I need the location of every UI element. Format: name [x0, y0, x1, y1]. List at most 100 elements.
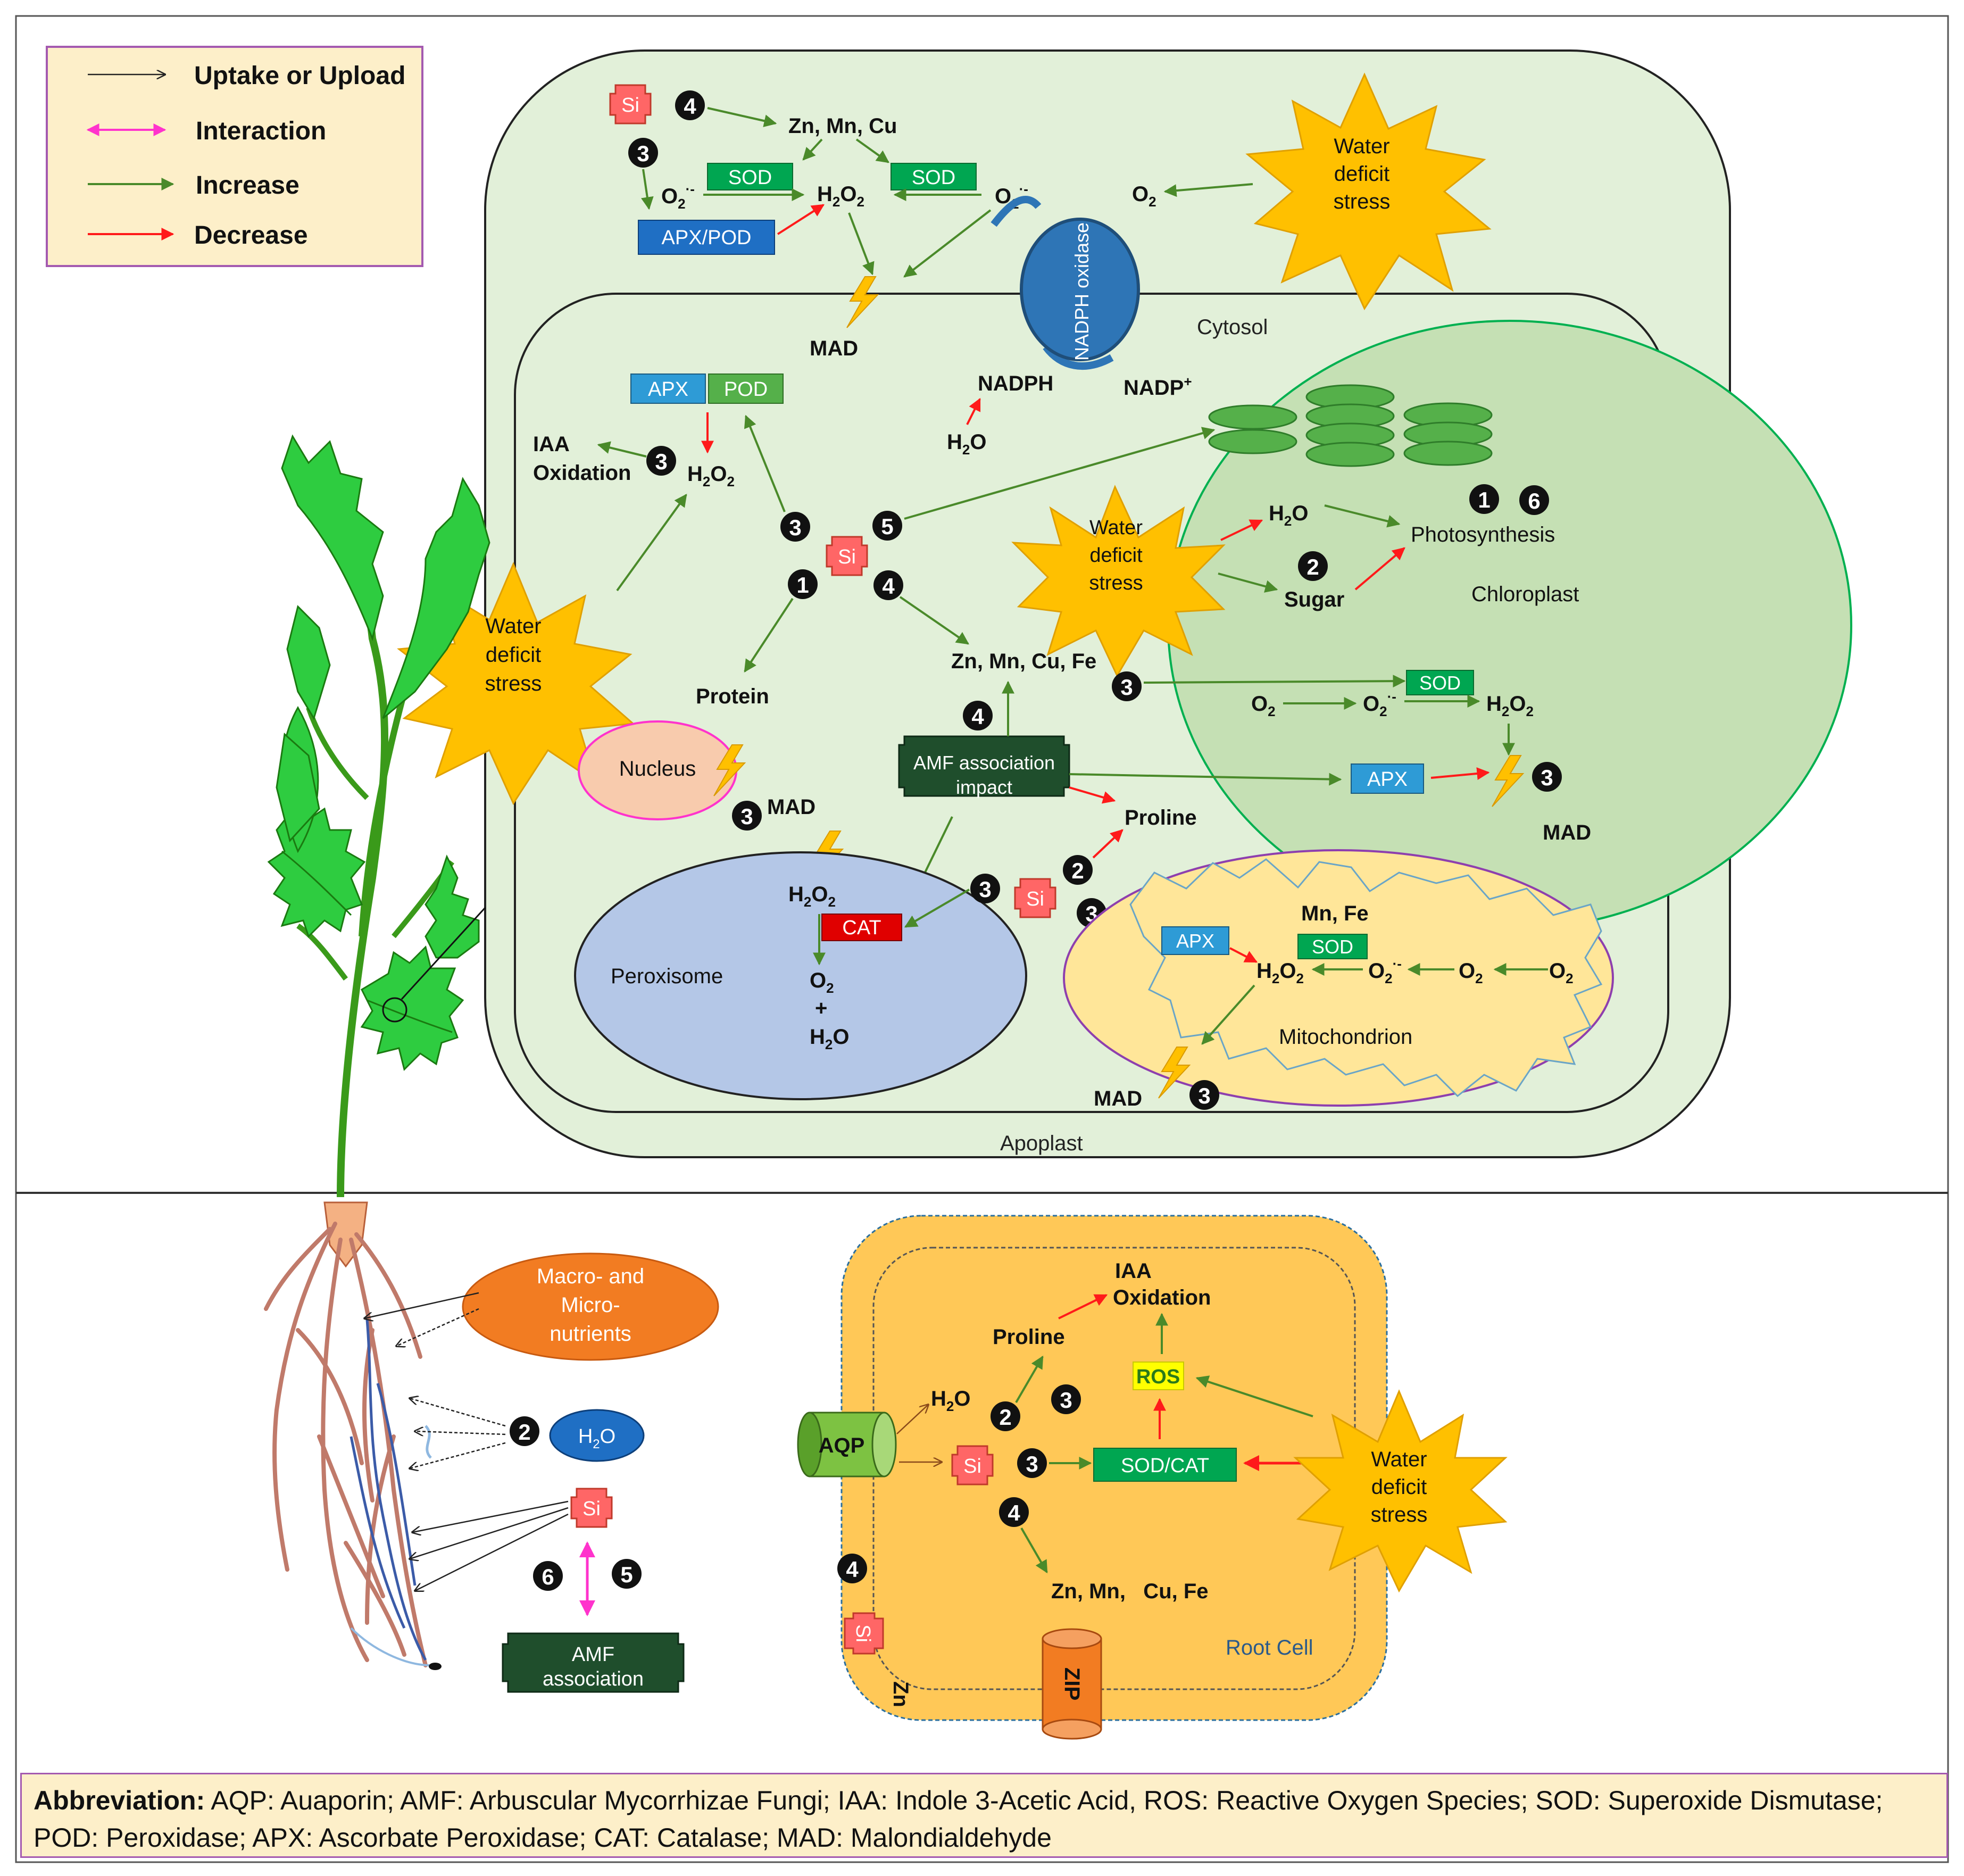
svg-text:SOD: SOD	[1312, 936, 1353, 958]
sod-top-right	[891, 163, 977, 190]
svg-text:APX: APX	[648, 378, 688, 401]
figure-frame	[15, 15, 1949, 1863]
sod-top-left	[707, 163, 793, 190]
svg-text:Water: Water	[1334, 135, 1389, 158]
svg-text:6: 6	[1528, 488, 1540, 513]
svg-text:5: 5	[620, 1562, 633, 1587]
step-badge-4-top: 4	[675, 90, 705, 120]
svg-text:Si: Si	[838, 546, 856, 568]
svg-text:ZIP: ZIP	[1060, 1667, 1084, 1700]
abbreviation-box: Abbreviation: AQP: Auaporin; AMF: Arbusc…	[20, 1773, 1948, 1858]
step-badge-4-central: 4	[873, 570, 903, 600]
step-badge-1-chloro: 1	[1469, 484, 1499, 514]
mitochondrion-label: Mitochondrion	[1279, 1025, 1412, 1049]
mad-mito: MAD	[1094, 1087, 1142, 1110]
root-oxidation-label: Oxidation	[1113, 1286, 1211, 1309]
zn-mn-cu-fe-cytosol: Zn, Mn, Cu, Fe	[951, 650, 1096, 673]
step-badge-3-chloro-sod: 3	[1112, 671, 1142, 701]
apx-cytosol	[630, 373, 706, 404]
svg-text:Water: Water	[1089, 517, 1143, 539]
step-badge-4-rootcell: 4	[999, 1497, 1029, 1527]
pod-cytosol	[708, 373, 784, 404]
svg-text:stress: stress	[1371, 1503, 1428, 1526]
step-badge-3-mito-mad: 3	[1189, 1080, 1219, 1110]
h2o2-cytosol: H2O2	[687, 462, 735, 489]
svg-text:5: 5	[881, 514, 893, 539]
svg-text:Si: Si	[963, 1455, 981, 1477]
svg-text:APX: APX	[1176, 930, 1214, 952]
zn-transporter-label: Zn	[889, 1681, 912, 1707]
mn-fe-mito: Mn, Fe	[1301, 902, 1369, 925]
step-badge-3-rootcell-top: 3	[1051, 1384, 1081, 1414]
legend-increase-label: Increase	[196, 171, 299, 200]
step-badge-6-chloro: 6	[1519, 485, 1549, 515]
h2o2-chloroplast: H2O2	[1486, 692, 1534, 719]
svg-text:Macro- and: Macro- and	[537, 1265, 644, 1288]
nadph-label: NADPH	[978, 372, 1053, 395]
si-rootcell: Si	[951, 1445, 994, 1485]
svg-text:3: 3	[789, 515, 801, 540]
svg-text:4: 4	[684, 94, 696, 119]
leaf-zoom-circle	[382, 997, 407, 1023]
aqp-channel: AQP	[797, 1412, 897, 1477]
mad-nucleus: MAD	[767, 795, 815, 819]
svg-text:association: association	[543, 1668, 644, 1690]
step-badge-4-amf: 4	[963, 701, 993, 731]
svg-text:Micro-: Micro-	[561, 1293, 620, 1317]
svg-text:3: 3	[740, 804, 753, 829]
step-badge-3-rootcell: 3	[1017, 1448, 1047, 1478]
step-badge-1-central: 1	[788, 569, 818, 599]
macro-micro-nutrients: Macro- and Micro- nutrients	[462, 1252, 719, 1361]
sod-mito	[1297, 934, 1368, 959]
root-zn-mn-cu-fe: Zn, Mn, Cu, Fe	[1051, 1580, 1209, 1603]
mad-chloroplast: MAD	[1543, 821, 1591, 844]
legend-uptake-label: Uptake or Upload	[194, 62, 405, 90]
water-deficit-star-top: Water deficit stress	[1245, 72, 1492, 311]
nadp-label: NADP+	[1124, 373, 1192, 400]
svg-text:6: 6	[542, 1564, 554, 1589]
step-badge-2-chloro: 2	[1298, 551, 1328, 581]
svg-text:3: 3	[1120, 675, 1133, 700]
svg-text:4: 4	[882, 574, 895, 599]
step-badge-6-root: 6	[533, 1561, 563, 1591]
abbreviation-text: AQP: Auaporin; AMF: Arbuscular Mycorrhiz…	[34, 1786, 1883, 1853]
abbreviation-heading: Abbreviation:	[34, 1786, 205, 1815]
legend-decrease-label: Decrease	[194, 221, 308, 250]
apx-mito	[1161, 926, 1229, 955]
step-badge-3-si-lower: 3	[970, 874, 1000, 903]
svg-text:AMF: AMF	[572, 1643, 614, 1666]
amf-association-root: AMF association	[502, 1632, 685, 1693]
svg-text:3: 3	[1026, 1451, 1038, 1476]
svg-text:Water: Water	[1371, 1448, 1427, 1471]
step-badge-3-top: 3	[628, 138, 658, 168]
svg-text:AMF association: AMF association	[913, 752, 1055, 774]
step-badge-5-central: 5	[872, 511, 902, 541]
svg-text:2: 2	[1071, 858, 1084, 883]
plant-illustration	[264, 434, 490, 1670]
svg-text:deficit: deficit	[1334, 162, 1390, 186]
svg-text:3: 3	[1060, 1388, 1072, 1413]
protein-label: Protein	[696, 685, 769, 708]
plus-peroxisome: +	[815, 997, 827, 1020]
svg-text:stress: stress	[1089, 572, 1143, 594]
svg-text:AQP: AQP	[819, 1434, 865, 1457]
si-top: Si	[609, 84, 652, 124]
svg-text:SOD/CAT: SOD/CAT	[1121, 1455, 1209, 1477]
svg-text:3: 3	[637, 141, 649, 166]
svg-text:Si: Si	[1026, 888, 1044, 910]
zn-mn-cu-top: Zn, Mn, Cu	[788, 114, 897, 138]
step-badge-3-central: 3	[780, 512, 810, 542]
svg-text:3: 3	[655, 449, 667, 474]
svg-text:NADPH oxidase: NADPH oxidase	[1071, 222, 1093, 361]
si-transporter: Si	[844, 1612, 884, 1655]
svg-text:deficit: deficit	[1089, 544, 1143, 567]
sod-cat-box	[1093, 1448, 1237, 1482]
root-iaa-label: IAA	[1115, 1259, 1152, 1283]
peroxisome	[574, 851, 1027, 1100]
chloroplast-label: Chloroplast	[1471, 583, 1579, 606]
oxidation-label: Oxidation	[533, 461, 631, 485]
water-deficit-star-root: Water deficit stress	[1293, 1389, 1508, 1593]
si-central: Si	[826, 536, 868, 576]
svg-text:Water: Water	[485, 615, 541, 638]
svg-text:POD: POD	[724, 378, 768, 401]
